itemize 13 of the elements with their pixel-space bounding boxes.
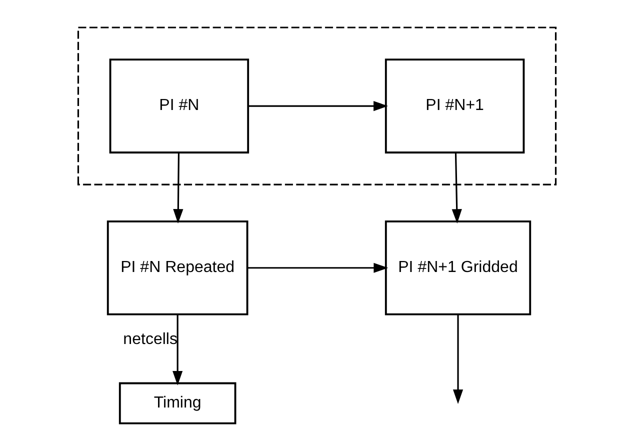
arrow xyxy=(452,314,464,404)
node-box: PI #N xyxy=(109,58,250,154)
node-box: PI #N+1 Gridded xyxy=(384,220,532,316)
arrow xyxy=(248,100,388,112)
arrow xyxy=(172,314,183,386)
node-box: PI #N+1 xyxy=(384,58,525,154)
arrow xyxy=(173,152,184,224)
node-box: Timing xyxy=(118,382,236,424)
node-box: PI #N Repeated xyxy=(106,220,248,316)
arrow xyxy=(248,262,388,273)
cluster xyxy=(77,26,557,186)
arrow xyxy=(452,152,462,224)
edge-label: netcells xyxy=(123,330,178,348)
